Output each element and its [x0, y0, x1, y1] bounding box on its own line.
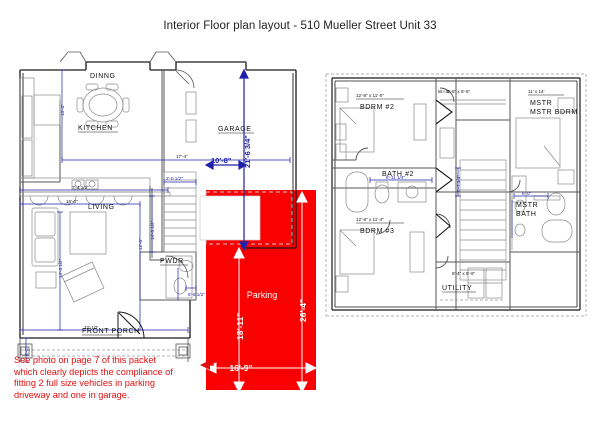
size-mstr-bdrm: 11' x 14' — [528, 89, 545, 94]
room-label-mstr-bdrm-2: MSTR BDRM — [530, 109, 578, 116]
note-line-3: fitting 2 full size vehicles in parking — [14, 378, 155, 389]
dim-stair: 14'-3 1/2" — [150, 220, 155, 240]
dim-porch-depth: 6'-0" — [24, 346, 29, 356]
dim-garage-width: 10'-8" — [211, 156, 232, 165]
parking-compliance-note: See photo on page 7 of this packet which… — [14, 355, 214, 401]
parking-label: Parking — [247, 290, 278, 300]
size-bdrm3: 12'-8" x 11'-4" — [356, 217, 384, 222]
room-label-pwdr: PWDR — [160, 258, 184, 265]
first-floor-dimensions — [19, 69, 291, 363]
room-label-bdrm2: BDRM #2 — [360, 104, 395, 111]
dim-parking-inner-depth: 18'-11" — [235, 313, 245, 340]
note-line-4: driveway and one in garage. — [14, 389, 130, 400]
dim-parking-width: 16'-9" — [229, 363, 252, 373]
size-wic: 6'-6" x 6'-6" — [447, 89, 471, 94]
dim-living-depth2: 14'-3 1/2" — [58, 258, 63, 278]
note-pointer-arrow — [200, 360, 214, 370]
dim-stair-width: 2'-0 1/2" — [166, 176, 183, 181]
room-label-bdrm3: BDRM #3 — [360, 228, 395, 235]
dim-counter: 7'-4 1/2" — [72, 185, 89, 190]
room-label-mstr-bath-1: MSTR — [516, 202, 538, 209]
room-label-mstr-bath-2: BATH — [516, 211, 537, 218]
room-label-wic: W.I.C. — [438, 89, 451, 94]
dim-garage-depth: 21'-6 3/4" — [243, 135, 252, 168]
garage-dimensions — [204, 68, 249, 252]
dim-bath2: 8'-11 1/4" — [386, 175, 405, 180]
dim-dining-depth: 13'-3" — [60, 104, 65, 116]
parking-overlay — [206, 190, 316, 390]
room-label-dining: DINNG — [90, 73, 116, 80]
room-label-utility: UTILITY — [442, 285, 472, 292]
page-title: Interior Floor plan layout - 510 Mueller… — [163, 20, 437, 32]
room-label-mstr-bdrm-1: MSTR — [530, 100, 552, 107]
size-bdrm2: 12'-8" x 11'-0" — [356, 93, 384, 98]
dim-living-depth: 12'-0" — [138, 238, 143, 250]
note-line-1: See photo on page 7 of this packet — [14, 355, 157, 365]
room-label-bath2: BATH #2 — [382, 171, 414, 178]
note-line-2: which clearly depicts the compliance of — [14, 366, 173, 377]
room-label-kitchen: KITCHEN — [78, 125, 113, 132]
dim-kitchen-width: 17'-4" — [176, 154, 188, 159]
dim-hall: 5'-7 3/4" — [456, 175, 461, 192]
dim-mstr-bath: 6'-0" — [522, 191, 532, 196]
first-floor-plan: 17'-4" 7'-4 1/2" 13'-3" 16'-0" 12'-0" 14… — [17, 51, 297, 363]
size-utility: 6'-4" x 5'-6" — [452, 271, 476, 276]
dim-parking-outer-depth: 26'-4" — [298, 299, 308, 322]
dim-living-width: 16'-0" — [66, 199, 78, 204]
dim-front-width: 22'-10" — [84, 325, 99, 330]
room-label-living: LIVING — [88, 204, 115, 211]
dim-pwdr: 5'-6 1/2" — [188, 292, 205, 297]
second-floor-stairs — [459, 159, 507, 281]
parking-dimensions: 18'-11" 26'-4" 16'-9" Parking — [204, 190, 318, 394]
second-floor-plan: 8'-11 1/4" 5'-7 3/4" 6'-0" 12'-8" x 11'-… — [325, 73, 587, 317]
room-label-garage: GARAGE — [218, 126, 252, 133]
room-label-front-porch: FRONT PORCH — [82, 328, 140, 335]
